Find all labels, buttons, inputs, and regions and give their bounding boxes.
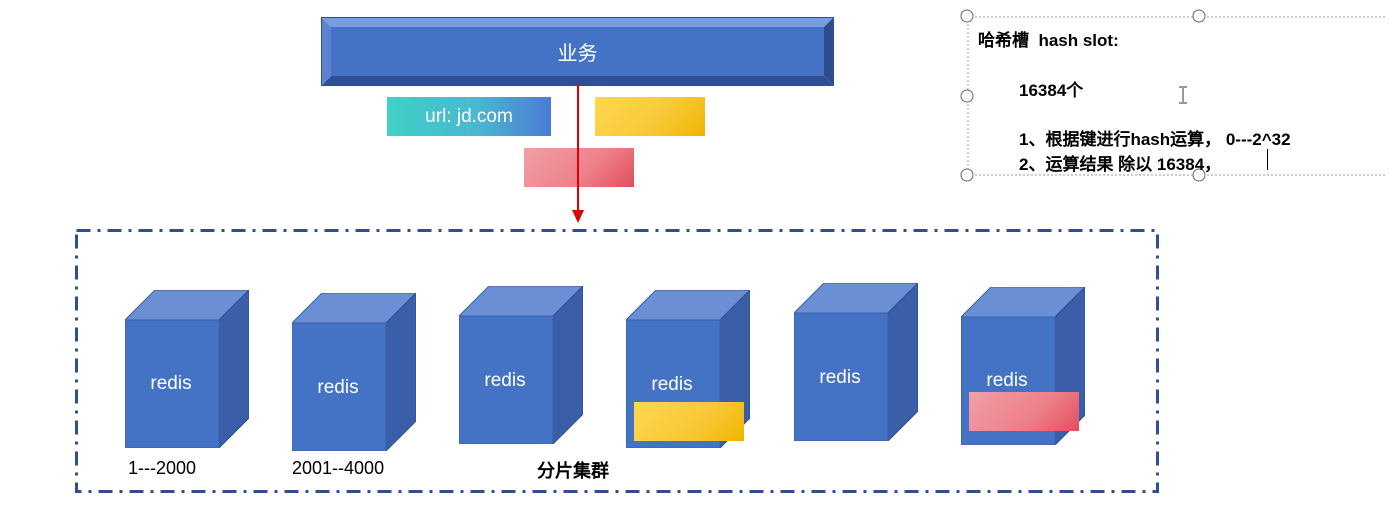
business-label: 业务 [557,43,598,65]
hash-slot-title: 哈希槽 hash slot: [978,31,1119,50]
ibeam-cursor-icon [1179,86,1187,104]
redis-node-6-label: redis [986,370,1028,391]
hash-slot-count: 16384个 [1019,81,1084,100]
redis-node-3 [459,286,583,444]
redis-node-2-label: redis [317,377,359,398]
resize-handle-top-left[interactable] [959,8,975,24]
redis-node-1 [125,290,249,448]
hash-slot-step-1: 1、根据键进行hash运算， 0---2^32 [1019,130,1291,149]
business-banner [321,17,834,86]
resize-handle-middle-left[interactable] [959,88,975,104]
redis-node-5-label: redis [819,367,861,388]
redis-node-3-label: redis [484,370,526,391]
url-tag: url: jd.com [387,97,551,136]
hash-slot-step-2: 2、运算结果 除以 16384， [1019,155,1222,174]
node-2-slot-range: 2001--4000 [292,458,385,478]
redis-node-2 [292,293,416,451]
resize-handle-top-middle[interactable] [1191,8,1207,24]
yellow-key-tag [595,97,705,136]
resize-handle-bottom-left[interactable] [959,167,975,183]
yellow-key-in-node-4 [634,402,744,441]
node-1-slot-range: 1---2000 [128,458,197,478]
redis-node-4-label: redis [651,374,693,395]
redis-node-1-label: redis [150,373,192,394]
red-arrow [572,84,584,223]
redis-node-5 [794,283,918,441]
hash-slot-textbox[interactable]: 哈希槽 hash slot: 16384个 1、根据键进行hash运算， 0--… [960,9,1387,182]
resize-handle-bottom-middle[interactable] [1191,167,1207,183]
text-caret [1267,149,1268,170]
cluster-label: 分片集群 [537,461,609,481]
cluster-frame [75,229,1159,493]
pink-key-in-node-6 [969,392,1079,431]
